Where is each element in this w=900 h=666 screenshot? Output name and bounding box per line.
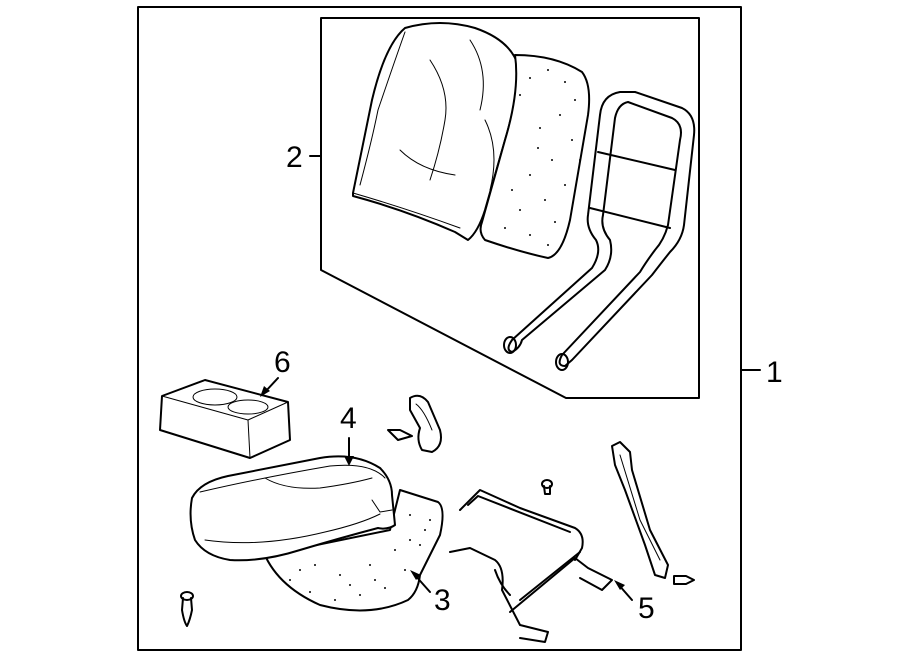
callout-6: 6 (260, 346, 291, 397)
callout-2: 2 (286, 141, 322, 174)
push-pin-fastener (180, 591, 194, 627)
callout-5-label: 5 (638, 592, 655, 625)
bolt-right (673, 575, 695, 585)
seat-back-border (320, 17, 700, 399)
seat-back-pad (479, 54, 591, 259)
assembly-border (137, 6, 742, 651)
callout-4: 4 (340, 402, 357, 466)
seat-cushion-cover (189, 455, 396, 562)
callout-2-label: 2 (286, 141, 303, 174)
callout-3: 3 (410, 570, 451, 617)
seat-frame (449, 489, 613, 643)
callout-1: 1 (741, 356, 783, 389)
callout-1-label: 1 (766, 356, 783, 389)
callout-4-label: 4 (340, 402, 357, 435)
bolt-left (387, 429, 413, 441)
seat-cushion-pad (261, 489, 444, 612)
side-rail (611, 441, 669, 579)
callout-3-label: 3 (434, 584, 451, 617)
clip-center (541, 479, 553, 495)
seat-belt-buckle (409, 394, 442, 453)
callout-6-label: 6 (274, 346, 291, 379)
callout-5: 5 (614, 580, 655, 625)
cup-holder (159, 379, 291, 459)
seat-back-frame (503, 91, 696, 371)
